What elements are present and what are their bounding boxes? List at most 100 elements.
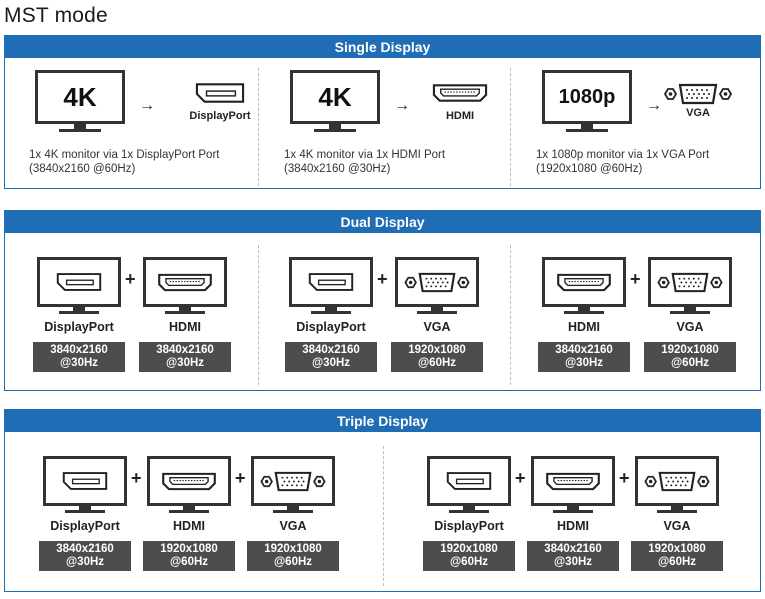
- resolution-value: 1920x1080: [440, 543, 498, 555]
- description-resolution: (1920x1080 @60Hz): [536, 163, 643, 175]
- arrow-right-icon: →: [394, 97, 410, 114]
- page-title: MST mode: [4, 4, 108, 27]
- displayport-icon: [56, 272, 102, 292]
- port-label: HDMI: [445, 110, 475, 122]
- resolution-badge: 1920x1080@60Hz: [391, 342, 483, 372]
- refresh-rate: @30Hz: [59, 357, 99, 369]
- resolution-value: 1920x1080: [408, 344, 466, 356]
- monitor-icon: 1080p: [542, 70, 632, 134]
- single-description: 1x 4K monitor via 1x HDMI Port (3840x216…: [284, 148, 534, 176]
- plus-icon: +: [377, 269, 388, 289]
- arrow-right-icon: →: [646, 97, 662, 114]
- port-label: DisplayPort: [50, 519, 120, 533]
- resolution-badge: 1920x1080@60Hz: [143, 541, 235, 571]
- resolution-value: 3840x2160: [302, 344, 360, 356]
- hdmi-icon: [161, 471, 217, 492]
- resolution-value: 3840x2160: [544, 543, 602, 555]
- resolution-value: 3840x2160: [50, 344, 108, 356]
- monitor-screen-label: 4K: [290, 70, 380, 124]
- triple-display-header: Triple Display: [5, 410, 760, 432]
- description-resolution: (3840x2160 @60Hz): [29, 163, 136, 175]
- refresh-rate: @60Hz: [273, 556, 313, 568]
- monitor-icon: [147, 456, 231, 516]
- resolution-badge: 3840x2160@30Hz: [538, 342, 630, 372]
- divider: [510, 245, 511, 385]
- hdmi-icon: [432, 82, 488, 104]
- plus-icon: +: [131, 468, 142, 488]
- monitor-icon: 4K: [290, 70, 380, 134]
- vga-icon: [660, 82, 736, 106]
- refresh-rate: @60Hz: [169, 556, 209, 568]
- resolution-badge: 3840x2160@30Hz: [527, 541, 619, 571]
- resolution-value: 1920x1080: [264, 543, 322, 555]
- hdmi-icon: [545, 471, 601, 492]
- vga-icon: [259, 470, 327, 493]
- plus-icon: +: [125, 269, 136, 289]
- dual-display-header: Dual Display: [5, 211, 760, 233]
- vga-icon: [643, 470, 711, 493]
- hdmi-icon: [556, 272, 612, 293]
- displayport-icon: [62, 471, 108, 491]
- single-description: 1x 1080p monitor via 1x VGA Port (1920x1…: [536, 148, 765, 176]
- port-label: VGA: [423, 320, 451, 334]
- plus-icon: +: [235, 468, 246, 488]
- resolution-badge: 1920x1080@60Hz: [644, 342, 736, 372]
- divider: [383, 446, 384, 586]
- displayport-icon: [446, 471, 492, 491]
- vga-icon: [656, 271, 724, 294]
- plus-icon: +: [630, 269, 641, 289]
- monitor-icon: [37, 257, 121, 317]
- single-display-section: Single Display 4K → DisplayPort 1x 4K mo…: [4, 35, 761, 189]
- monitor-icon: [395, 257, 479, 317]
- resolution-badge: 1920x1080@60Hz: [631, 541, 723, 571]
- port-label: DisplayPort: [189, 110, 251, 122]
- monitor-screen-label: 1080p: [542, 70, 632, 124]
- refresh-rate: @30Hz: [65, 556, 105, 568]
- hdmi-icon: [157, 272, 213, 293]
- single-description: 1x 4K monitor via 1x DisplayPort Port (3…: [29, 148, 279, 176]
- resolution-badge: 1920x1080@60Hz: [247, 541, 339, 571]
- port-label: VGA: [676, 320, 704, 334]
- plus-icon: +: [515, 468, 526, 488]
- port-label: HDMI: [557, 519, 589, 533]
- monitor-icon: 4K: [35, 70, 125, 134]
- arrow-right-icon: →: [139, 97, 155, 114]
- resolution-value: 1920x1080: [661, 344, 719, 356]
- monitor-icon: [542, 257, 626, 317]
- port-connector: DisplayPort: [170, 82, 270, 122]
- resolution-value: 1920x1080: [648, 543, 706, 555]
- description-resolution: (3840x2160 @30Hz): [284, 163, 391, 175]
- resolution-badge: 3840x2160@30Hz: [33, 342, 125, 372]
- resolution-badge: 3840x2160@30Hz: [285, 342, 377, 372]
- vga-icon: [403, 271, 471, 294]
- description-line: 1x 4K monitor via 1x HDMI Port: [284, 149, 446, 161]
- divider: [258, 245, 259, 385]
- resolution-badge: 1920x1080@60Hz: [423, 541, 515, 571]
- refresh-rate: @30Hz: [165, 357, 205, 369]
- resolution-value: 3840x2160: [555, 344, 613, 356]
- divider: [258, 68, 259, 186]
- port-label: VGA: [686, 107, 710, 119]
- port-connector: HDMI: [410, 82, 510, 122]
- refresh-rate: @60Hz: [417, 357, 457, 369]
- resolution-value: 3840x2160: [56, 543, 114, 555]
- port-label: DisplayPort: [434, 519, 504, 533]
- resolution-badge: 3840x2160@30Hz: [39, 541, 131, 571]
- refresh-rate: @60Hz: [657, 556, 697, 568]
- displayport-icon: [195, 82, 245, 104]
- single-display-header: Single Display: [5, 36, 760, 58]
- port-label: DisplayPort: [296, 320, 366, 334]
- monitor-icon: [289, 257, 373, 317]
- refresh-rate: @30Hz: [564, 357, 604, 369]
- port-label: VGA: [663, 519, 691, 533]
- plus-icon: +: [619, 468, 630, 488]
- port-connector: VGA: [660, 82, 736, 119]
- resolution-value: 1920x1080: [160, 543, 218, 555]
- refresh-rate: @60Hz: [670, 357, 710, 369]
- port-label: VGA: [279, 519, 307, 533]
- port-label: HDMI: [568, 320, 600, 334]
- monitor-screen-label: 4K: [35, 70, 125, 124]
- displayport-icon: [308, 272, 354, 292]
